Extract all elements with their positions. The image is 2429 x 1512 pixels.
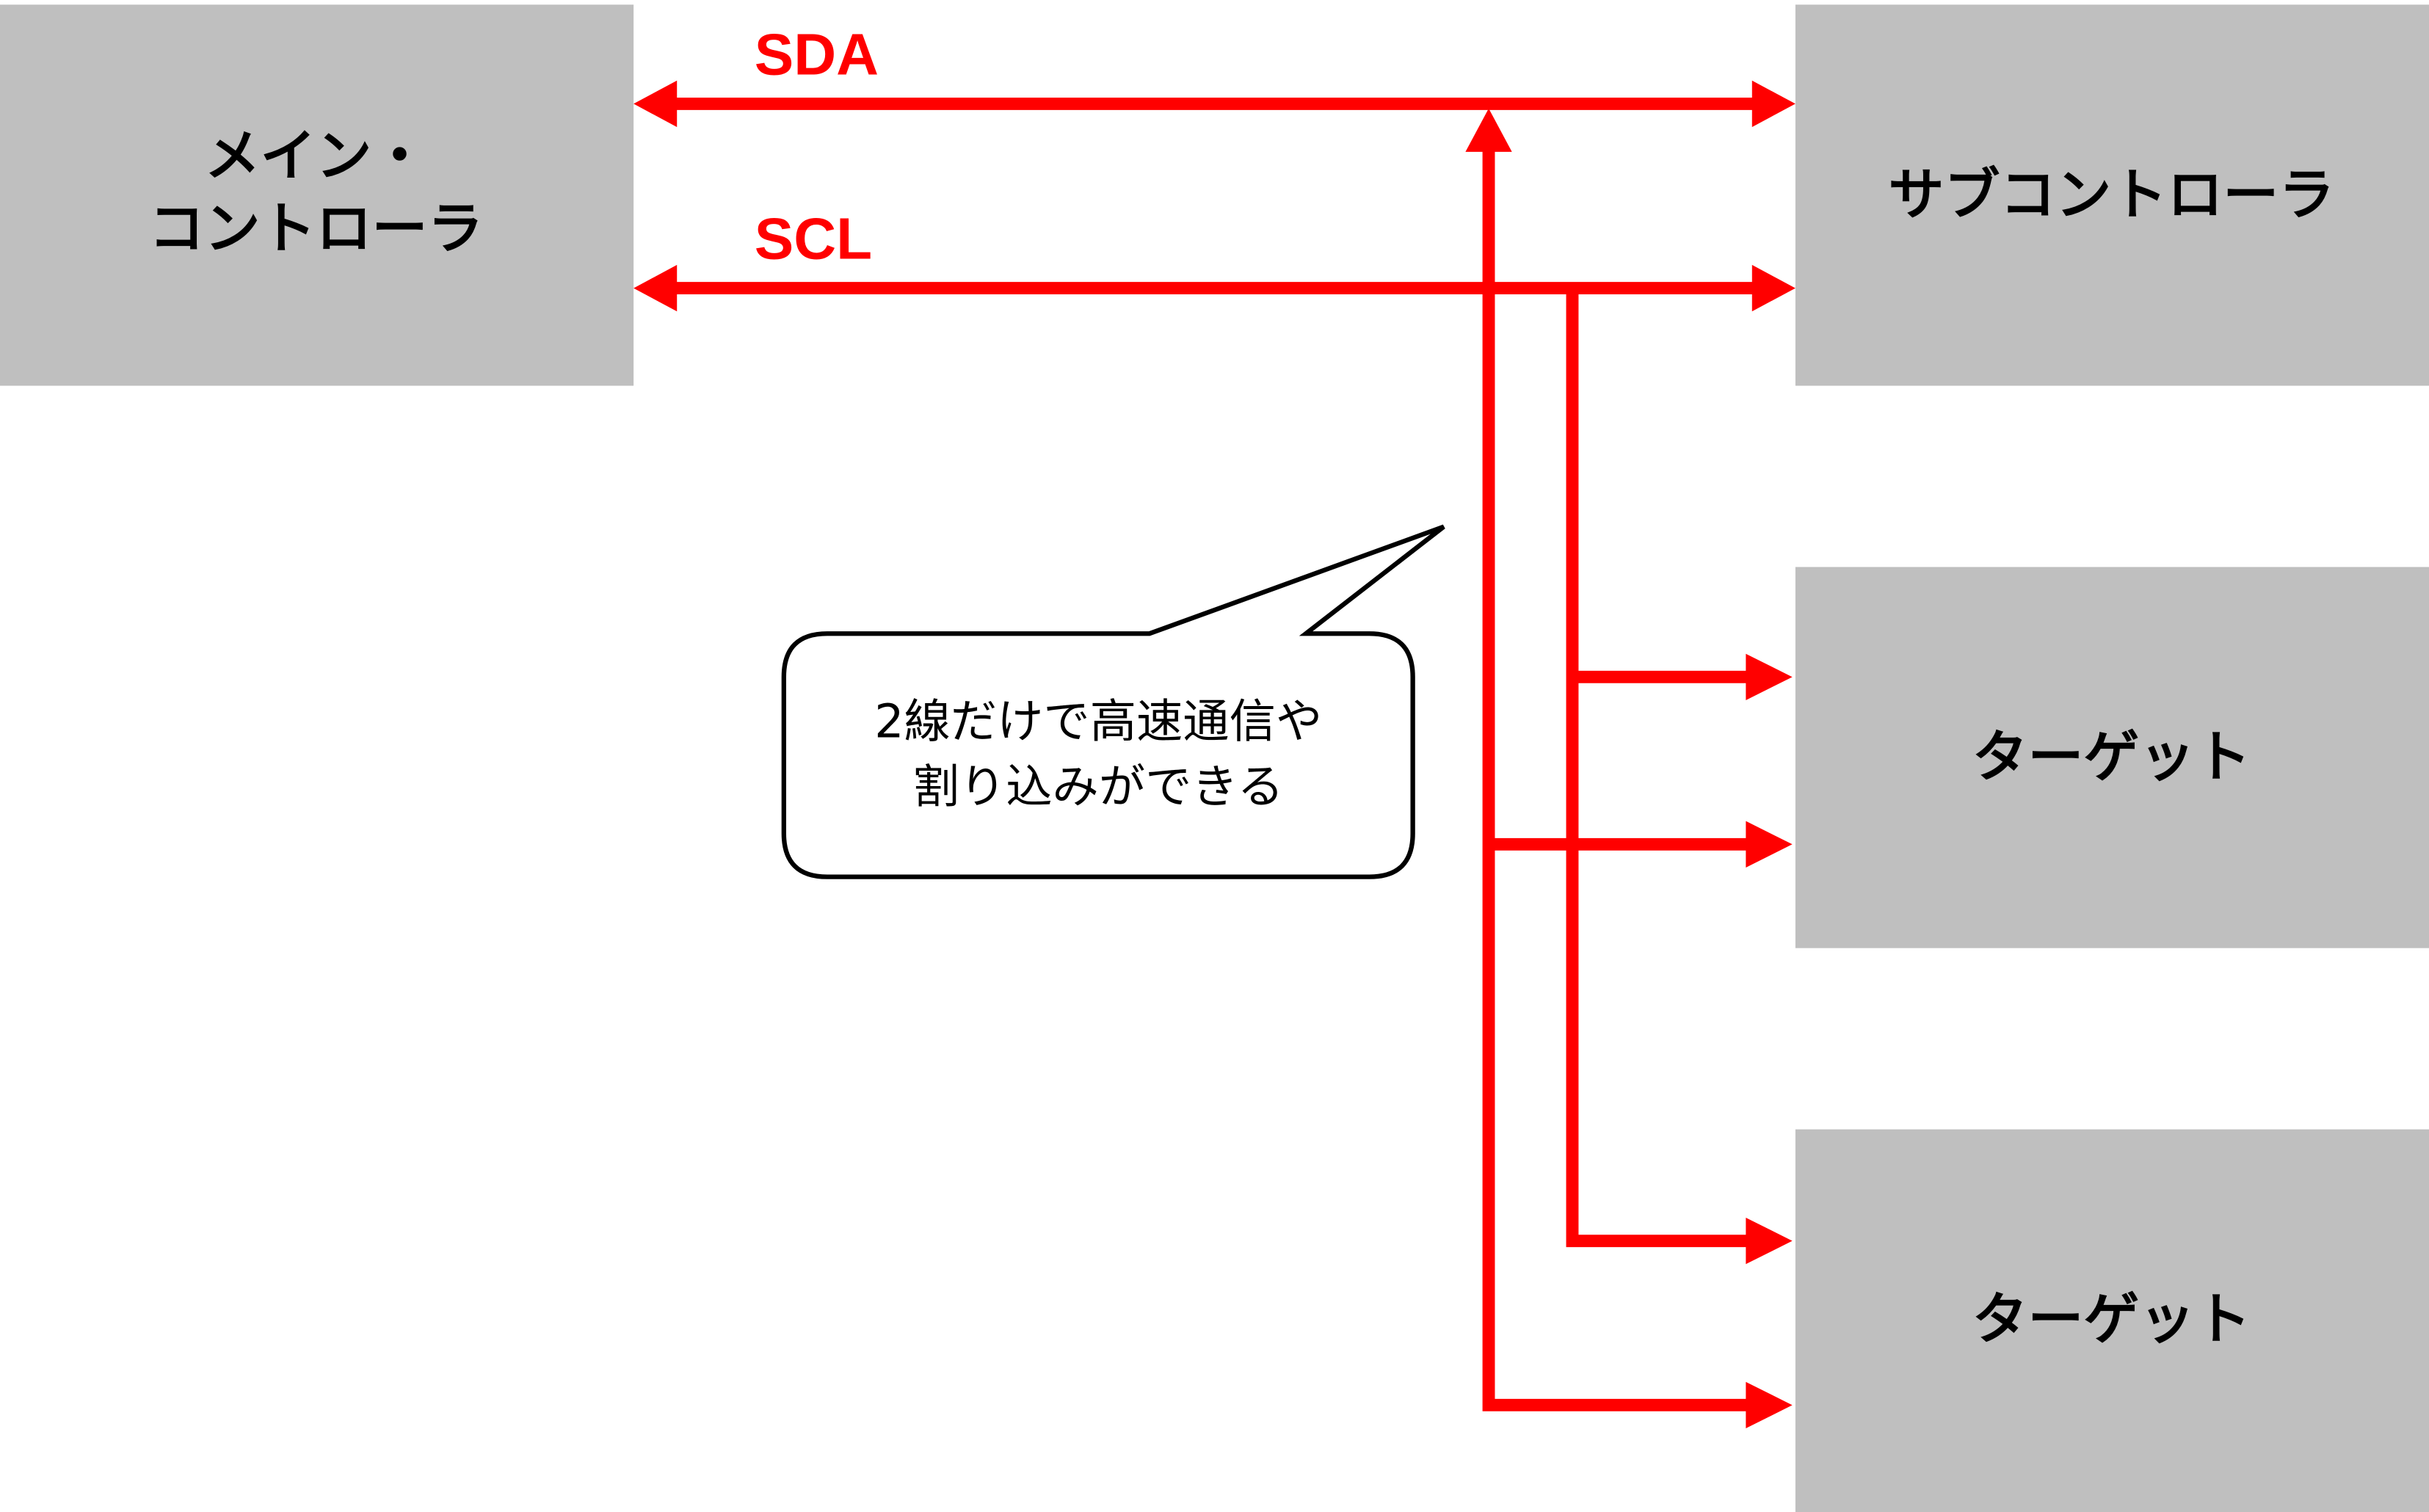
main-controller-label-line1: メイン・ [205, 123, 428, 188]
callout-bubble: 2線だけで高速通信や 割り込みができる [781, 524, 1445, 879]
main-controller-label-line2: コントローラ [149, 196, 484, 261]
target-block-2: ターゲット [1795, 1129, 2429, 1512]
sub-controller-label: サブコントローラ [1889, 161, 2335, 227]
target-2-label: ターゲット [1972, 1287, 2251, 1352]
sda-label: SDA [755, 21, 879, 87]
sub-controller-block: サブコントローラ [1795, 4, 2429, 386]
target-block-1: ターゲット [1795, 567, 2429, 948]
callout-text-line1: 2線だけで高速通信や [874, 694, 1322, 749]
target-1-label: ターゲット [1972, 724, 2251, 789]
scl-wire [633, 264, 1796, 1265]
main-controller-block: メイン・ コントローラ [0, 4, 634, 386]
scl-label: SCL [755, 205, 872, 271]
sda-wire [633, 80, 1796, 1429]
callout-text-line2: 割り込みができる [913, 759, 1284, 813]
